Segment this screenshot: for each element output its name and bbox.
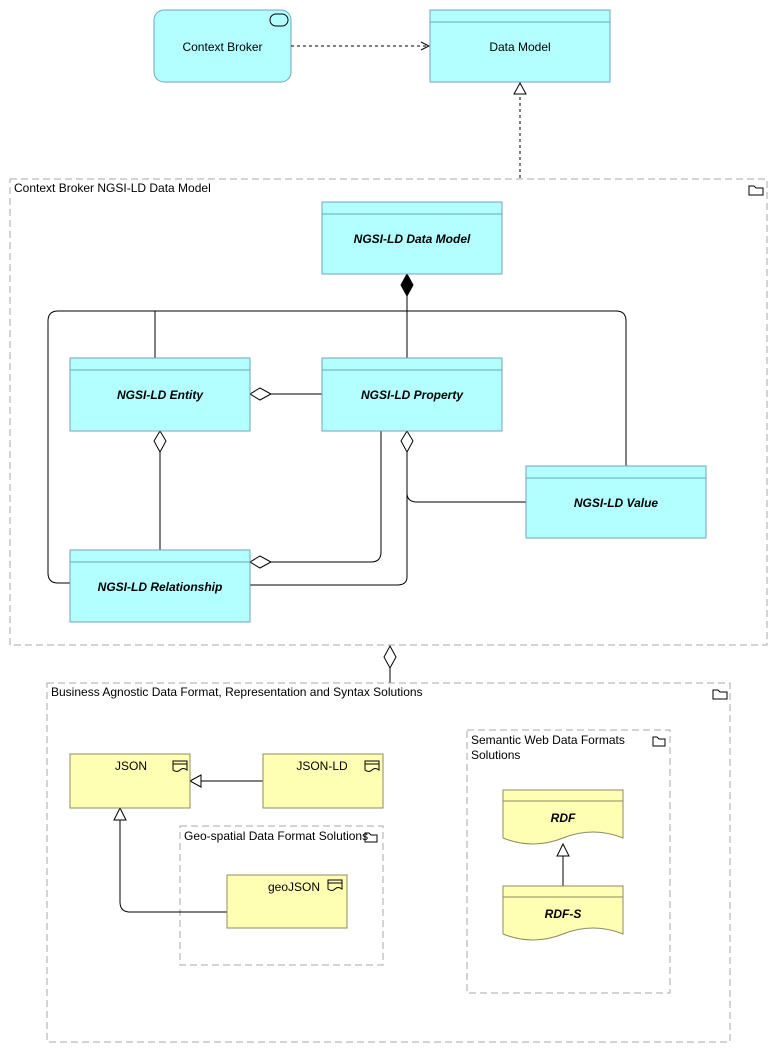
- business-agnostic-group-title: Business Agnostic Data Format, Represent…: [51, 685, 423, 699]
- json-label: JSON: [115, 759, 147, 773]
- ngsi-ld-relationship-label: NGSI-LD Relationship: [98, 580, 223, 594]
- aggregation-diamond-icon: [400, 430, 414, 454]
- data-model-node[interactable]: Data Model: [429, 9, 611, 83]
- ngsi-relations: [47, 296, 627, 586]
- ngsi-ld-group[interactable]: Context Broker NGSI-LD Data Model: [9, 178, 768, 646]
- ngsi-ld-entity-node[interactable]: NGSI-LD Entity: [69, 357, 251, 432]
- representation-icon: [327, 879, 343, 891]
- ngsi-ld-value-node[interactable]: NGSI-LD Value: [525, 465, 707, 539]
- specialization-geojson-to-json[interactable]: [113, 806, 227, 913]
- ngsi-ld-data-model-label: NGSI-LD Data Model: [354, 232, 471, 246]
- semantic-web-group-title-line2: Solutions: [471, 748, 520, 762]
- semantic-web-group-title-line1: Semantic Web Data Formats: [471, 733, 625, 747]
- ngsi-ld-relationship-node[interactable]: NGSI-LD Relationship: [69, 549, 251, 623]
- geojson-label: geoJSON: [268, 880, 320, 894]
- rdfs-node[interactable]: RDF-S: [502, 885, 624, 941]
- ngsi-ld-group-title: Context Broker NGSI-LD Data Model: [14, 181, 211, 195]
- data-model-label: Data Model: [489, 40, 550, 54]
- folder-icon: [712, 689, 728, 700]
- semantic-web-group[interactable]: Semantic Web Data Formats Solutions: [466, 729, 671, 994]
- specialization-rdfs-to-rdf[interactable]: [556, 842, 570, 886]
- context-broker-label: Context Broker: [182, 40, 262, 54]
- geo-spatial-group-title: Geo-spatial Data Format Solutions: [184, 829, 368, 843]
- aggregation-diamond-icon: [249, 387, 273, 401]
- aggregation-relation-groups[interactable]: [383, 644, 397, 683]
- business-agnostic-group[interactable]: Business Agnostic Data Format, Represent…: [46, 682, 731, 1043]
- folder-icon: [748, 185, 764, 196]
- realization-relation-group-to-model[interactable]: [513, 81, 527, 178]
- json-ld-node[interactable]: JSON-LD: [262, 753, 384, 809]
- ngsi-ld-property-label: NGSI-LD Property: [361, 388, 464, 402]
- ngsi-ld-property-node[interactable]: NGSI-LD Property: [321, 357, 503, 432]
- json-ld-label: JSON-LD: [296, 759, 348, 773]
- folder-icon: [364, 832, 378, 843]
- rdf-node[interactable]: RDF: [502, 789, 624, 845]
- geo-spatial-group[interactable]: Geo-spatial Data Format Solutions: [179, 825, 384, 966]
- representation-icon: [172, 760, 188, 772]
- folder-icon: [652, 736, 666, 747]
- application-component-icon: [269, 13, 289, 27]
- rdf-label: RDF: [551, 811, 576, 825]
- aggregation-diamond-icon: [249, 555, 273, 569]
- specialization-jsonld-to-json[interactable]: [188, 774, 263, 788]
- json-node[interactable]: JSON: [69, 753, 191, 809]
- representation-icon: [364, 760, 380, 772]
- geojson-node[interactable]: geoJSON: [226, 874, 348, 929]
- composition-diamond-icon: [400, 272, 414, 298]
- ngsi-ld-data-model-node[interactable]: NGSI-LD Data Model: [321, 201, 503, 275]
- ngsi-ld-value-label: NGSI-LD Value: [574, 496, 659, 510]
- aggregation-diamond-icon: [153, 430, 167, 454]
- rdfs-label: RDF-S: [545, 907, 582, 921]
- context-broker-node[interactable]: Context Broker: [153, 9, 292, 83]
- ngsi-ld-entity-label: NGSI-LD Entity: [117, 388, 204, 402]
